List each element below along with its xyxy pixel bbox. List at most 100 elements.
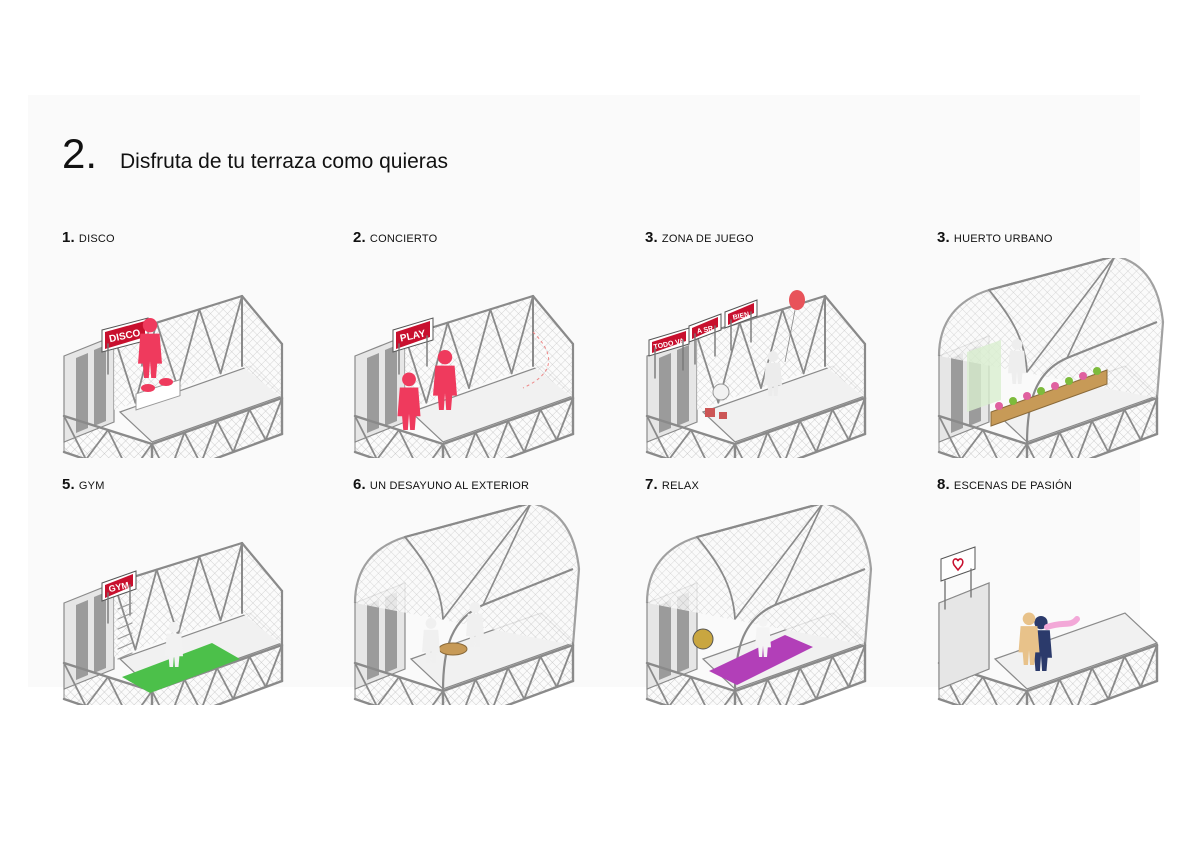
panel-title: ESCENAS DE PASIÓN [953,480,1073,492]
gardener-figure [1008,339,1026,384]
truss-brace [523,408,542,453]
yoga-mat [122,643,240,693]
panel-label: 6.UN DESAYUNO AL EXTERIOR [353,477,529,494]
terrace-illustration [937,546,1159,705]
door [677,592,689,673]
truss-brace [785,667,801,705]
facade-wall [63,335,115,443]
sign-board: A SR [688,313,722,343]
truss-brace [198,308,222,375]
dancer-figure [1018,612,1040,665]
truss-brace [757,431,769,458]
roof-rib [696,536,736,620]
terrace-illustration [937,258,1165,458]
truss-brace [177,308,201,389]
rail [213,432,284,458]
panel-concierto: 2.CONCIERTO PLAY [353,230,613,458]
scarf [1044,616,1080,630]
truss-brace [1091,667,1110,700]
truss-brace [539,655,558,688]
truss-brace [376,676,400,705]
truss-brace [264,644,283,688]
truss-brace [151,690,161,705]
breakfast-table [438,642,468,656]
greenhouse-panel [967,340,1001,412]
panel-relax: 7.RELAX [645,476,905,705]
truss-brace [1091,420,1110,453]
door [677,345,689,426]
rail [796,432,867,458]
wall-bars [117,642,133,650]
truss-brace [510,295,534,375]
truss-brace [398,676,414,705]
door [76,600,88,680]
plant [1079,372,1087,380]
truss-brace [442,505,531,620]
frame-bar [403,505,528,539]
diner-figure [466,602,484,647]
truss-brace [1107,408,1126,453]
roof-rib [404,536,444,620]
musician-figure [397,372,421,430]
plant [995,402,1003,410]
panel-number: 1. [62,229,75,246]
truss-brace [539,408,558,441]
truss-brace [734,443,744,458]
truss-brace [248,655,267,688]
truss-brace [646,662,670,705]
panel-title: GYM [78,480,105,492]
panel-title: DISCO [78,233,115,245]
truss-brace [847,397,866,441]
truss-brace [177,555,201,636]
terrace-illustration: GYM [62,541,284,705]
truss-brace [831,655,850,688]
truss-brace [442,443,452,458]
truss-brace [766,678,782,705]
sign-text: PLAY [399,328,427,344]
wall-bars [117,632,133,640]
truss-brace [216,420,235,453]
section-number: 2. [62,130,98,177]
frame-bar [823,294,867,346]
panel-label: 3.ZONA DE JUEGO [645,230,754,247]
rail [645,450,669,458]
truss-brace [507,667,526,700]
truss-brace [847,644,866,688]
rail [353,450,377,458]
panel-label: 3.HUERTO URBANO [937,230,1053,247]
truss-brace [107,429,123,458]
door [367,600,379,680]
truss-brace [668,676,692,705]
truss-brace [960,676,984,705]
truss-brace [232,655,251,700]
rail [504,679,575,705]
truss-brace [555,397,574,441]
truss-brace [198,555,222,622]
panel-title: RELAX [661,480,699,492]
roof-rib [1025,320,1158,445]
truss-brace [723,443,736,458]
truss-brace [799,420,818,453]
turntable [141,384,155,392]
truss-brace [1123,655,1142,688]
truss-brace [523,655,542,700]
truss-brace [774,505,823,606]
door [94,592,106,673]
truss-brace [1139,644,1158,688]
panel-label: 2.CONCIERTO [353,230,437,247]
balloon-string [784,309,796,363]
toy-block [719,412,727,419]
sign-board: DISCO [101,317,149,353]
truss-brace [465,431,477,458]
door [385,592,397,673]
frame-bar [531,294,575,346]
truss-brace [140,690,153,705]
panel-number: 3. [937,229,950,246]
panel-number: 7. [645,476,658,493]
panel-escenas-de-pasion: 8.ESCENAS DE PASIÓN [937,477,1197,705]
panel-title: ZONA DE JUEGO [661,233,754,245]
truss-brace [151,443,161,458]
truss-brace [183,678,199,705]
truss-brace [1139,397,1158,441]
